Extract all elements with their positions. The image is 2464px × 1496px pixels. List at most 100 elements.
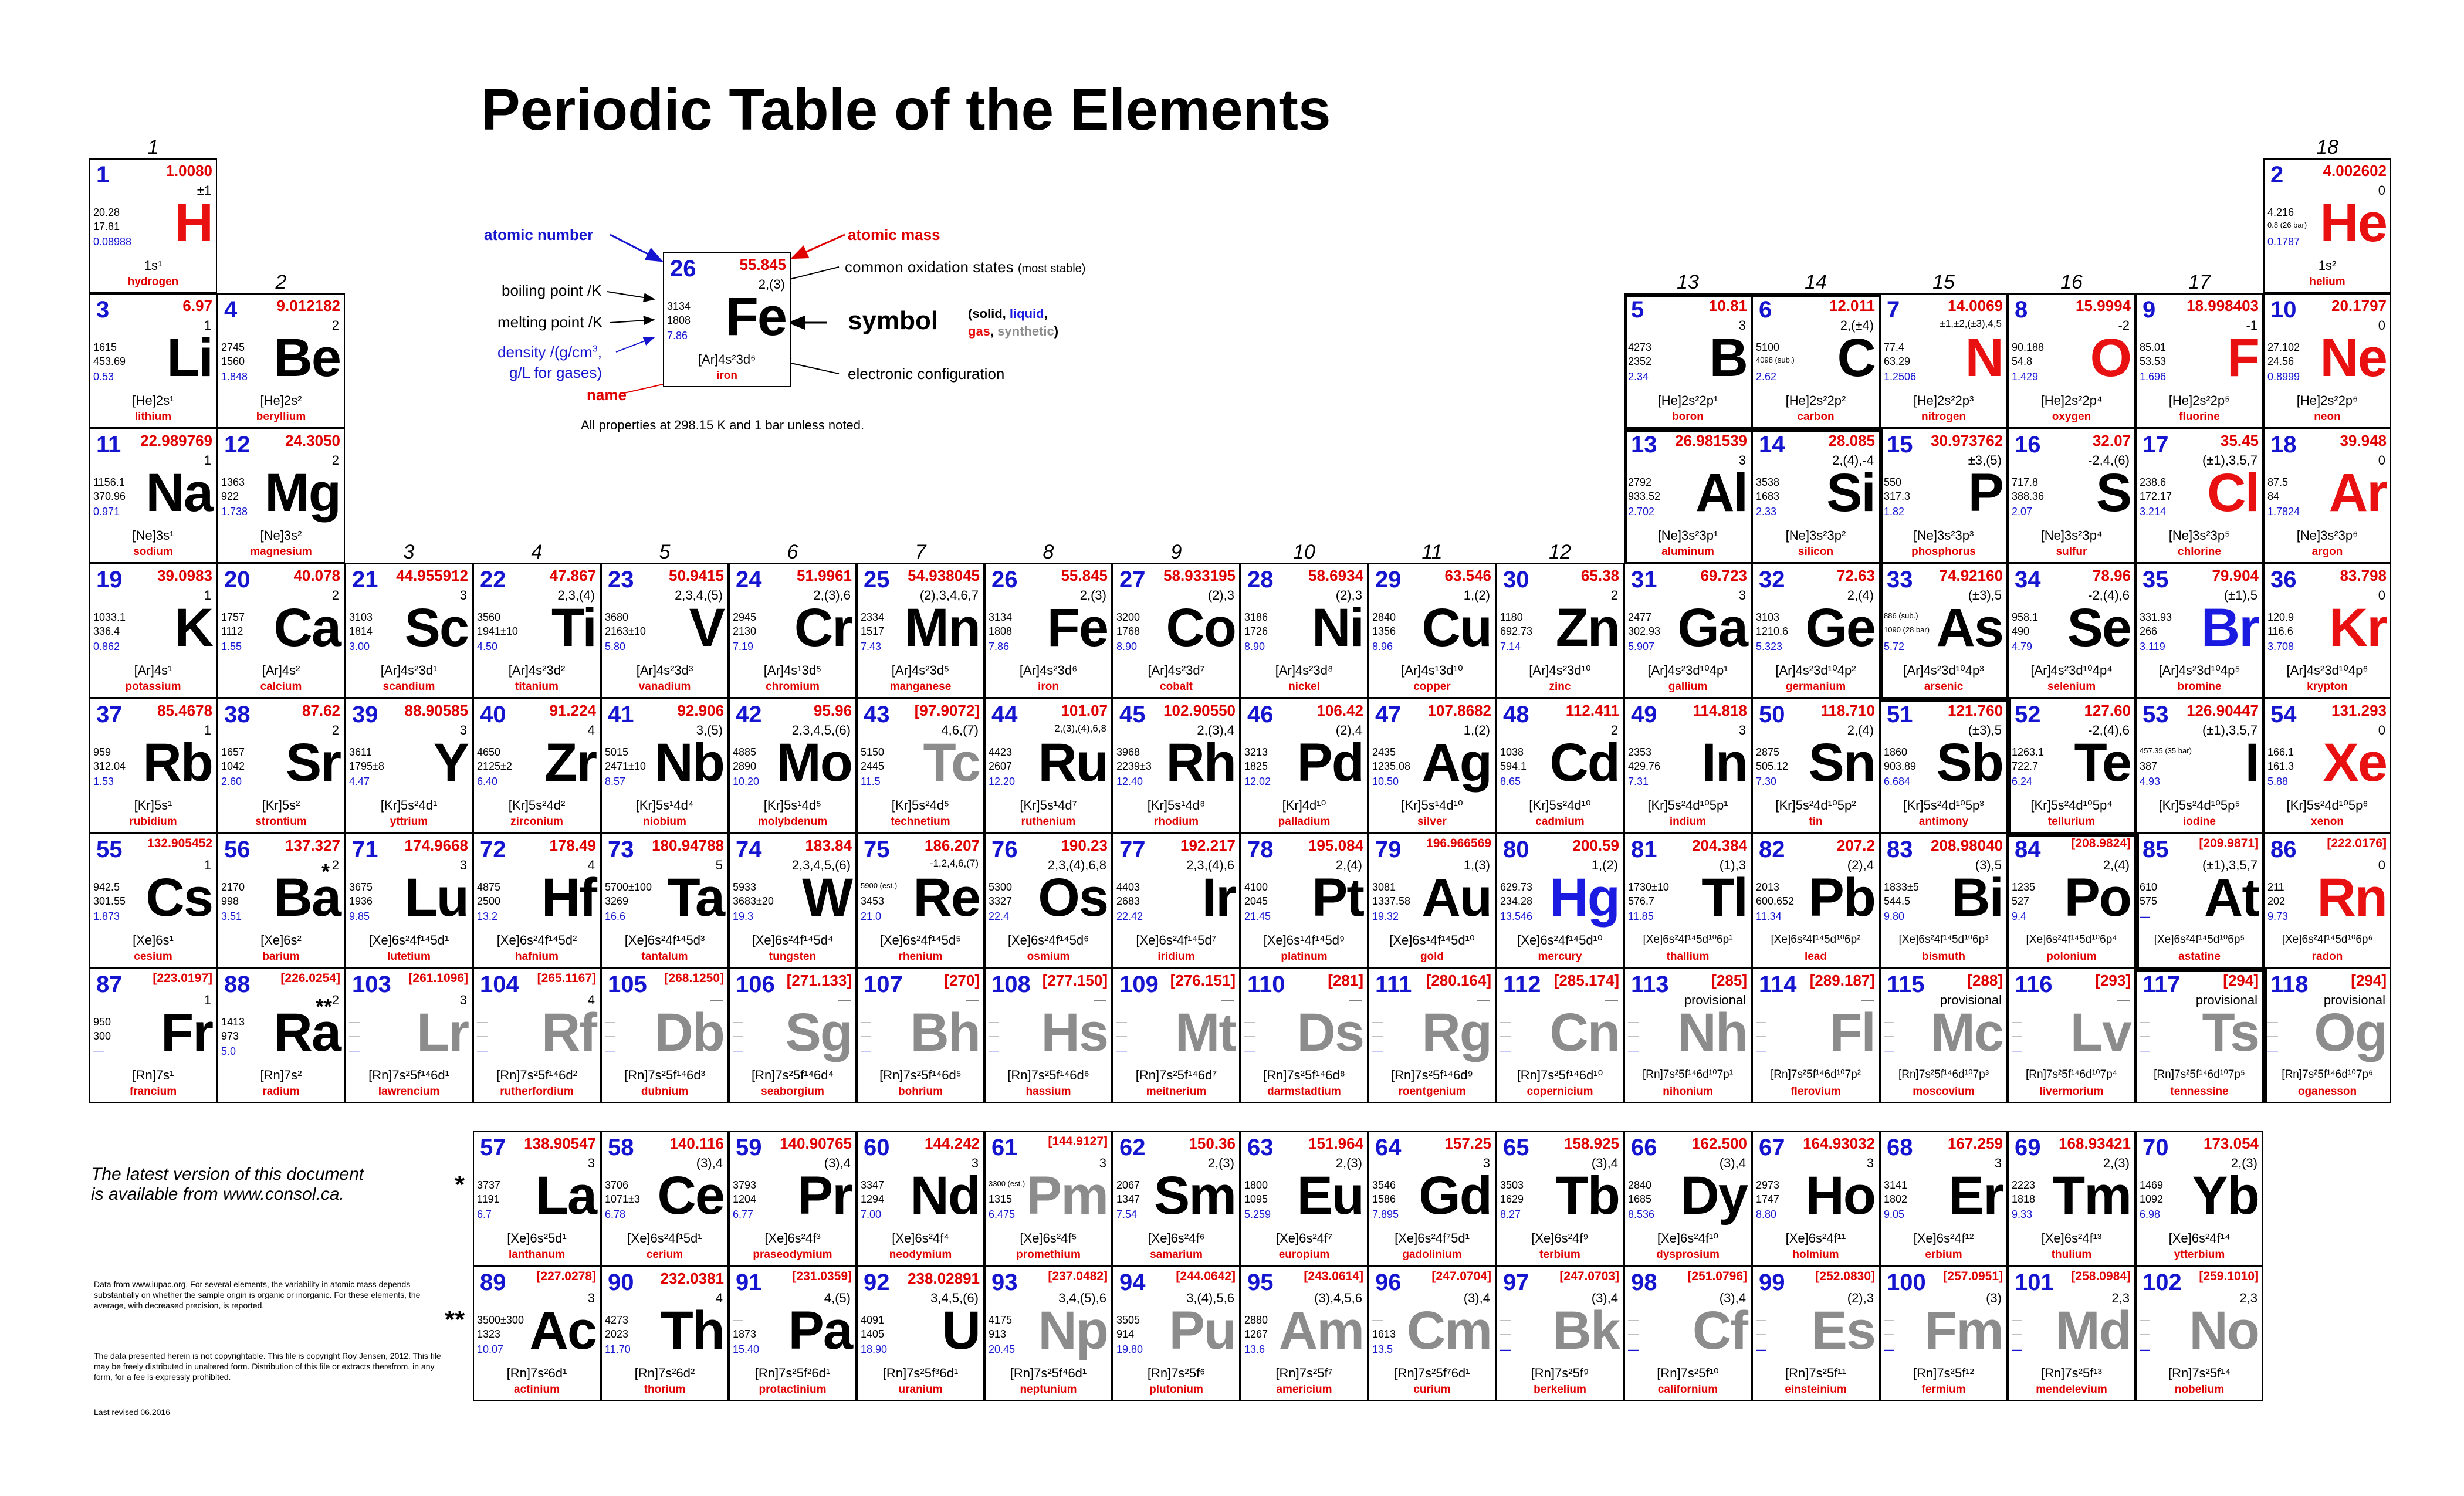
element-cell-nh[interactable]: 113[285]provisional———Nh[Rn]7s²5f¹⁴6d¹⁰7…	[1624, 968, 1752, 1103]
element-cell-og[interactable]: 118[294]provisional———Og[Rn]7s²5f¹⁴6d¹⁰7…	[2263, 968, 2391, 1103]
